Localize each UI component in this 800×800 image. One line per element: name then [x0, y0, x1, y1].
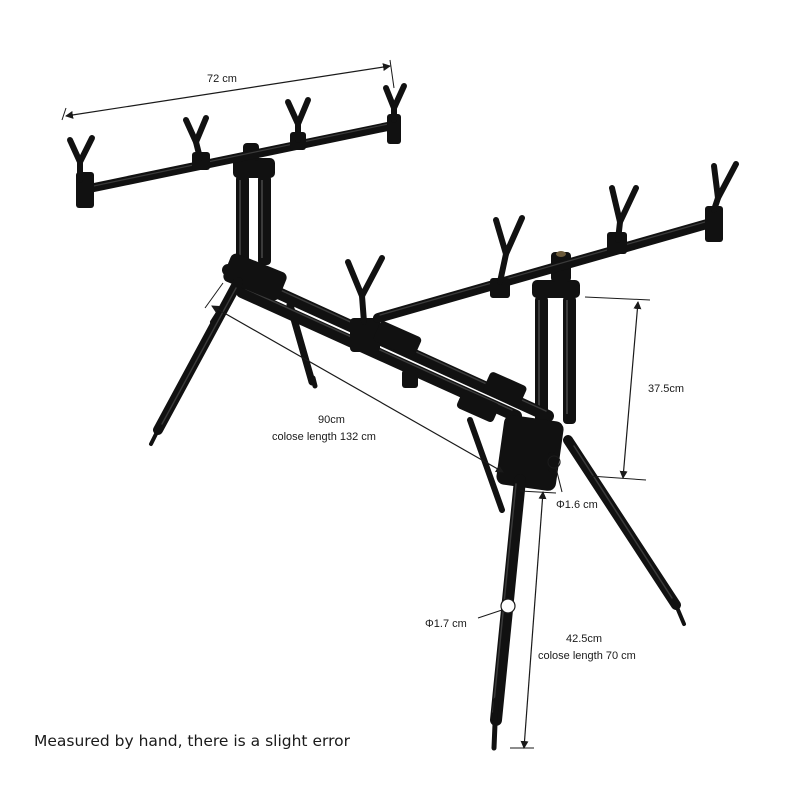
front-buzz-bar [373, 206, 723, 323]
label-upright-diameter: Φ1.6 cm [556, 499, 598, 511]
label-leg-length-open: 42.5cm [566, 633, 602, 645]
rod-pod [67, 83, 739, 751]
dimension-upright-height: 37.5cm [584, 296, 684, 481]
front-upright [532, 251, 580, 428]
front-main-leg [490, 415, 564, 751]
rear-buzz-bar [76, 114, 401, 208]
front-brace [467, 417, 505, 513]
dimension-leg-diameter: Φ1.7 cm [425, 598, 516, 630]
rear-upright [233, 143, 275, 265]
label-frame-length-open: 90cm [318, 414, 345, 426]
dimension-leg-length: 42.5cm colose length 70 cm [510, 490, 636, 749]
label-buzz-bar-width: 72 cm [207, 73, 237, 85]
dimension-upright-diameter: Φ1.6 cm [547, 455, 598, 511]
label-frame-length-closed: colose length 132 cm [272, 431, 376, 443]
dimension-frame-length: 90cm colose length 132 cm [204, 282, 504, 473]
front-right-leg [563, 435, 686, 626]
dimension-annotations: 72 cm 90cm colose length 132 cm 37.5cm Φ… [61, 59, 684, 749]
measurement-footnote: Measured by hand, there is a slight erro… [34, 732, 350, 750]
rear-left-leg-front [149, 277, 243, 446]
label-upright-height: 37.5cm [648, 383, 684, 395]
label-leg-diameter: Φ1.7 cm [425, 618, 467, 630]
rod-rests [67, 83, 739, 325]
label-leg-length-closed: colose length 70 cm [538, 650, 636, 662]
dimension-buzz-bar-width: 72 cm [61, 59, 395, 121]
